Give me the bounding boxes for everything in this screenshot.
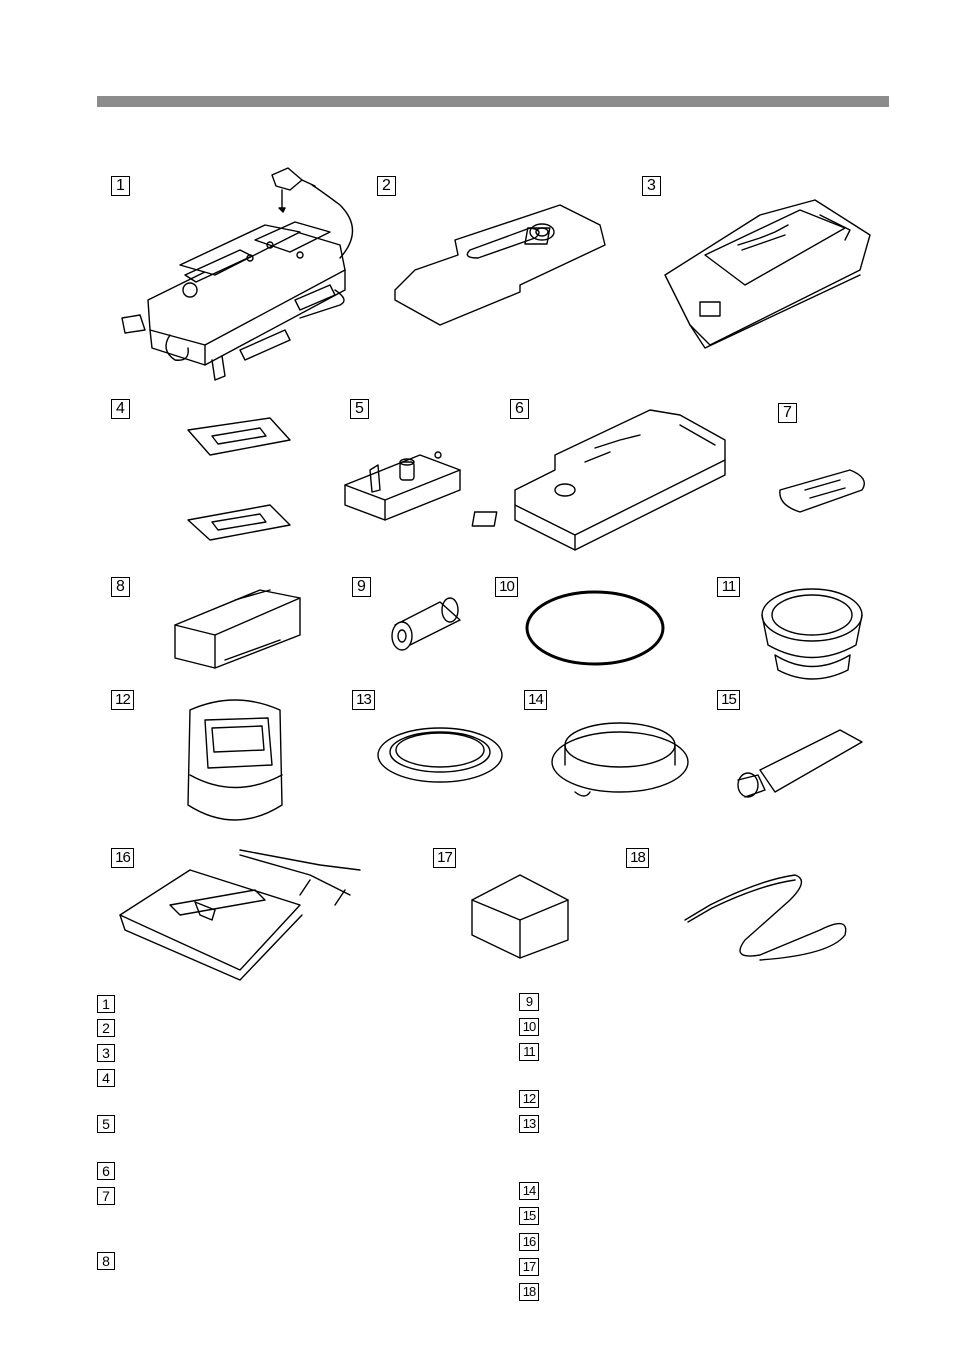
item-17-drawing: [472, 875, 568, 958]
item-number: 16: [111, 848, 134, 868]
legend-number: 18: [519, 1283, 539, 1301]
legend-number: 14: [519, 1182, 539, 1200]
legend-number: 4: [97, 1069, 115, 1087]
item-6-drawing: [472, 410, 725, 550]
item-number: 11: [717, 577, 740, 597]
legend-number: 7: [97, 1187, 115, 1205]
item-number: 12: [111, 690, 134, 710]
item-number: 6: [510, 399, 529, 419]
item-13-drawing: [378, 728, 502, 782]
item-number: 8: [111, 577, 130, 597]
legend-number: 6: [97, 1162, 115, 1180]
item-4-drawing: [188, 418, 290, 540]
legend-number: 8: [97, 1252, 115, 1270]
item-number: 7: [778, 403, 797, 423]
item-number: 2: [377, 176, 396, 196]
legend-number: 15: [519, 1207, 539, 1225]
item-number: 17: [433, 848, 456, 868]
item-18-drawing: [685, 875, 846, 960]
legend-number: 11: [519, 1043, 539, 1061]
legend-number: 9: [519, 993, 539, 1011]
legend-number: 17: [519, 1258, 539, 1276]
item-9-drawing: [392, 598, 460, 650]
header-rule: [97, 96, 889, 107]
legend-number: 13: [519, 1115, 539, 1133]
legend-number: 10: [519, 1018, 539, 1036]
item-number: 14: [524, 690, 547, 710]
item-1-drawing: [122, 168, 353, 380]
legend-number: 5: [97, 1115, 115, 1133]
item-number: 15: [717, 690, 740, 710]
legend-number: 3: [97, 1044, 115, 1062]
item-16-drawing: [120, 850, 360, 980]
item-5-drawing: [345, 452, 460, 520]
item-15-drawing: [738, 730, 862, 797]
item-number: 13: [352, 690, 375, 710]
item-7-drawing: [780, 470, 864, 512]
item-number: 4: [111, 399, 130, 419]
legend-number: 12: [519, 1090, 539, 1108]
item-number: 5: [350, 399, 369, 419]
item-14-drawing: [552, 723, 688, 796]
item-number: 18: [626, 848, 649, 868]
item-number: 3: [642, 176, 661, 196]
item-8-drawing: [175, 590, 300, 668]
item-number: 1: [111, 176, 130, 196]
item-12-drawing: [188, 700, 282, 820]
legend-number: 1: [97, 995, 115, 1013]
legend-number: 2: [97, 1019, 115, 1037]
item-3-drawing: [665, 200, 870, 348]
item-11-drawing: [762, 589, 862, 679]
item-10-drawing: [527, 592, 663, 664]
item-number: 9: [352, 577, 371, 597]
legend-number: 16: [519, 1233, 539, 1251]
item-number: 10: [495, 577, 518, 597]
item-2-drawing: [395, 205, 605, 325]
